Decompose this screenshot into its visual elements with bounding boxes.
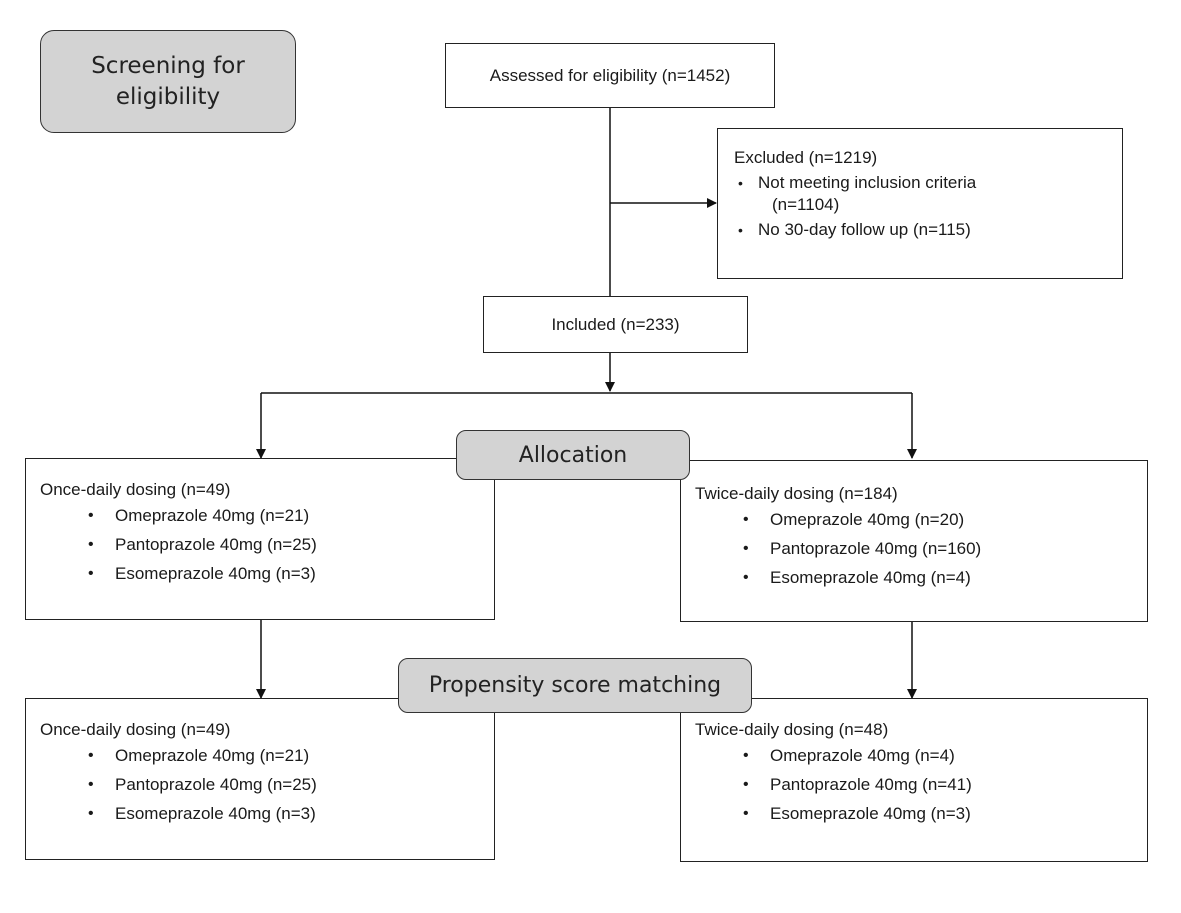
list-item: Omeprazole 40mg (n=21) — [40, 741, 494, 770]
group-title: Twice-daily dosing (n=48) — [695, 720, 889, 739]
included-box: Included (n=233) — [483, 296, 748, 353]
allocation-once-daily-box: Once-daily dosing (n=49) Omeprazole 40mg… — [25, 458, 495, 620]
list-item: Pantoprazole 40mg (n=25) — [40, 530, 494, 559]
group-title: Once-daily dosing (n=49) — [40, 720, 231, 739]
drug-list: Omeprazole 40mg (n=21) Pantoprazole 40mg… — [40, 501, 494, 588]
list-item: Esomeprazole 40mg (n=3) — [695, 799, 1147, 828]
assessed-box: Assessed for eligibility (n=1452) — [445, 43, 775, 108]
matched-twice-daily-box: Twice-daily dosing (n=48) Omeprazole 40m… — [680, 698, 1148, 862]
drug-list: Omeprazole 40mg (n=4) Pantoprazole 40mg … — [695, 741, 1147, 828]
drug-list: Omeprazole 40mg (n=20) Pantoprazole 40mg… — [695, 505, 1147, 592]
list-item: Esomeprazole 40mg (n=3) — [40, 559, 494, 588]
excluded-box: Excluded (n=1219) Not meeting inclusion … — [717, 128, 1123, 279]
list-item: Omeprazole 40mg (n=4) — [695, 741, 1147, 770]
stage-label-matching: Propensity score matching — [398, 658, 752, 713]
list-item: Esomeprazole 40mg (n=4) — [695, 563, 1147, 592]
list-item: Omeprazole 40mg (n=21) — [40, 501, 494, 530]
excluded-title: Excluded (n=1219) — [734, 148, 878, 167]
group-title: Twice-daily dosing (n=184) — [695, 484, 898, 503]
excluded-reason: No 30-day follow up (n=115) — [734, 219, 1122, 241]
list-item: Pantoprazole 40mg (n=41) — [695, 770, 1147, 799]
list-item: Omeprazole 40mg (n=20) — [695, 505, 1147, 534]
list-item: Pantoprazole 40mg (n=160) — [695, 534, 1147, 563]
stage-label-screening: Screening for eligibility — [40, 30, 296, 133]
included-label: Included (n=233) — [551, 314, 680, 334]
excluded-reason: Not meeting inclusion criteria (n=1104) — [734, 172, 1122, 216]
excluded-reasons: Not meeting inclusion criteria (n=1104) … — [734, 172, 1122, 241]
list-item: Pantoprazole 40mg (n=25) — [40, 770, 494, 799]
allocation-twice-daily-box: Twice-daily dosing (n=184) Omeprazole 40… — [680, 460, 1148, 622]
group-title: Once-daily dosing (n=49) — [40, 480, 231, 499]
drug-list: Omeprazole 40mg (n=21) Pantoprazole 40mg… — [40, 741, 494, 828]
stage-label-allocation: Allocation — [456, 430, 690, 480]
assessed-label: Assessed for eligibility (n=1452) — [489, 65, 731, 85]
list-item: Esomeprazole 40mg (n=3) — [40, 799, 494, 828]
matched-once-daily-box: Once-daily dosing (n=49) Omeprazole 40mg… — [25, 698, 495, 860]
